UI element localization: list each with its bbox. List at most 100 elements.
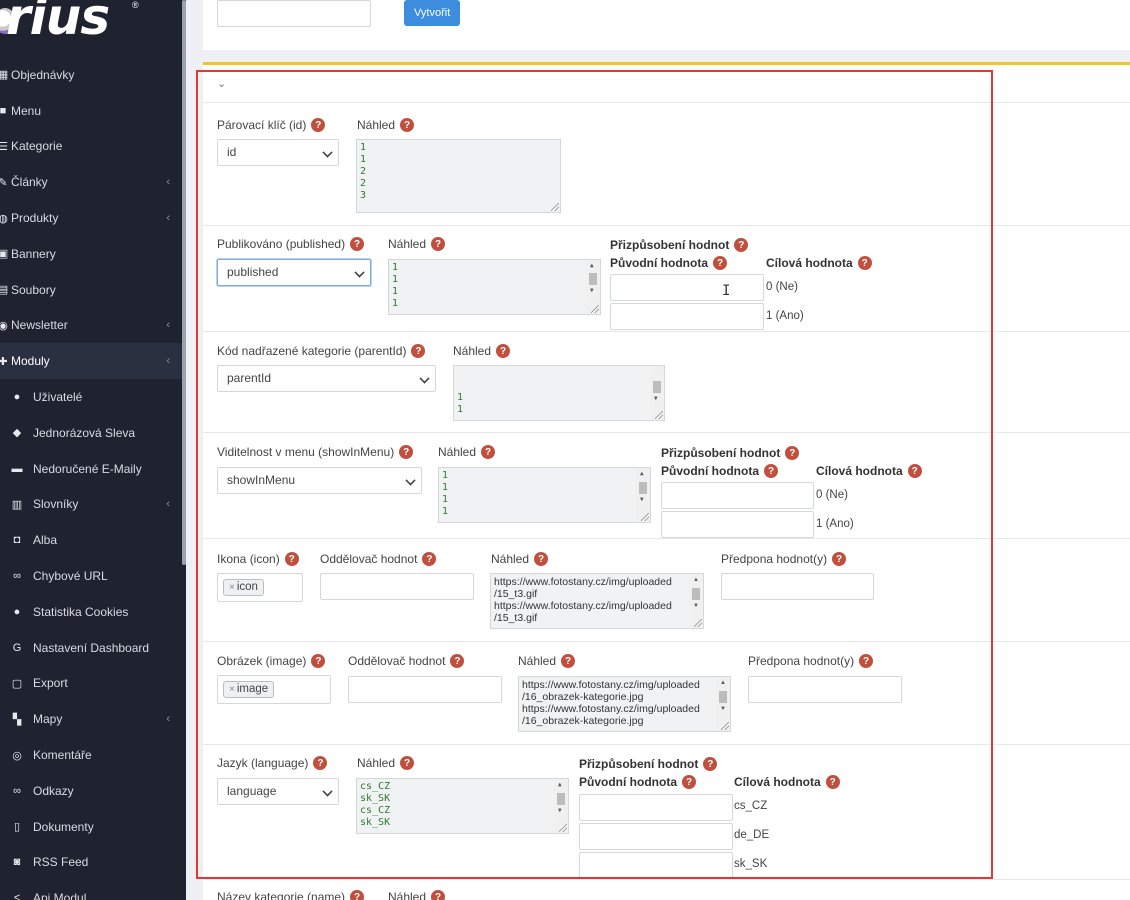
- sidebar-item-newsletter[interactable]: ◉Newsletter‹: [0, 308, 186, 344]
- help-icon[interactable]: ?: [857, 256, 872, 270]
- sidebar-item-menu[interactable]: ■Menu: [0, 93, 186, 129]
- preview-scrollbar[interactable]: ▼: [650, 366, 664, 420]
- preview-scrollbar[interactable]: ▲▼: [716, 677, 730, 731]
- resize-handle-icon[interactable]: [591, 305, 599, 313]
- scroll-up-icon[interactable]: ▲: [558, 781, 562, 788]
- scroll-up-icon[interactable]: ▲: [693, 577, 699, 583]
- scroll-thumb[interactable]: [653, 381, 661, 393]
- sidebar-item-bannery[interactable]: ▣Bannery: [0, 236, 186, 272]
- sidebar-item-chybov-url[interactable]: ∞Chybové URL: [0, 558, 186, 594]
- scroll-down-icon[interactable]: ▼: [654, 395, 658, 402]
- sidebar-item-objedn-vky[interactable]: ▦Objednávky: [0, 57, 186, 93]
- create-input[interactable]: [217, 0, 371, 27]
- original-value-input-2[interactable]: [579, 823, 733, 850]
- preview-id[interactable]: 1 1 2 2 3: [356, 139, 561, 213]
- preview-scrollbar[interactable]: ▲▼: [586, 260, 600, 314]
- resize-handle-icon[interactable]: [694, 619, 702, 627]
- scroll-down-icon[interactable]: ▼: [720, 706, 726, 712]
- select-showinmenu[interactable]: showInMenu: [217, 467, 422, 494]
- resize-handle-icon[interactable]: [721, 722, 729, 730]
- sidebar-item-nedoru-en-e-maily[interactable]: ▬Nedoručené E-Maily: [0, 451, 186, 487]
- help-icon[interactable]: ?: [534, 552, 549, 566]
- help-icon[interactable]: ?: [350, 890, 365, 900]
- sidebar-scrollbar[interactable]: [182, 0, 186, 565]
- sidebar-item-odkazy[interactable]: ∞Odkazy: [0, 773, 186, 809]
- create-button[interactable]: Vytvořit: [404, 0, 461, 26]
- sidebar-item-moduly[interactable]: ✚Moduly‹: [0, 343, 186, 380]
- original-value-input-1[interactable]: [579, 794, 733, 821]
- sidebar-item-produkty[interactable]: ◍Produkty‹: [0, 200, 186, 236]
- help-icon[interactable]: ?: [400, 756, 415, 770]
- help-icon[interactable]: ?: [561, 654, 576, 668]
- preview-scrollbar[interactable]: ▲▼: [636, 468, 650, 522]
- help-icon[interactable]: ?: [431, 890, 446, 900]
- select-parentid[interactable]: parentId: [217, 365, 436, 392]
- help-icon[interactable]: ?: [311, 654, 326, 668]
- preview-scrollbar[interactable]: ▲▼: [554, 779, 568, 833]
- help-icon[interactable]: ?: [907, 464, 922, 478]
- scroll-up-icon[interactable]: ▲: [640, 470, 644, 477]
- prefix-input-image[interactable]: [748, 676, 902, 703]
- tag-input-image[interactable]: ×image: [217, 675, 331, 704]
- help-icon[interactable]: ?: [400, 118, 415, 132]
- scroll-thumb[interactable]: [557, 793, 565, 805]
- scroll-down-icon[interactable]: ▼: [693, 603, 699, 609]
- resize-handle-icon[interactable]: [641, 513, 649, 521]
- help-icon[interactable]: ?: [734, 238, 749, 252]
- preview-showinmenu[interactable]: 1 1 1 1▲▼: [438, 467, 651, 523]
- preview-language[interactable]: cs_CZ sk_SK cs_CZ sk_SK▲▼: [356, 778, 569, 834]
- sidebar-item-mapy[interactable]: ▚Mapy‹: [0, 701, 186, 737]
- help-icon[interactable]: ?: [703, 757, 718, 771]
- sidebar-item-dokumenty[interactable]: ▯Dokumenty: [0, 809, 186, 845]
- scroll-up-icon[interactable]: ▲: [590, 262, 594, 269]
- preview-image[interactable]: https://www.fotostany.cz/img/uploaded /1…: [518, 676, 731, 732]
- sidebar-item-slovn-ky[interactable]: ▥Slovníky‹: [0, 487, 186, 523]
- help-icon[interactable]: ?: [311, 118, 326, 132]
- tag-input-icon[interactable]: ×icon: [217, 573, 303, 602]
- resize-handle-icon[interactable]: [655, 411, 663, 419]
- help-icon[interactable]: ?: [411, 344, 426, 358]
- original-value-input-1[interactable]: [610, 274, 764, 301]
- help-icon[interactable]: ?: [682, 775, 696, 789]
- scroll-thumb[interactable]: [639, 482, 647, 494]
- scroll-up-icon[interactable]: ▲: [720, 680, 726, 686]
- scroll-down-icon[interactable]: ▼: [640, 496, 644, 503]
- original-value-input-2[interactable]: [661, 511, 814, 538]
- sidebar-item-statistika-cookies[interactable]: ●Statistika Cookies: [0, 594, 186, 630]
- sidebar-item-soubory[interactable]: ▤Soubory: [0, 272, 186, 308]
- tag-chip[interactable]: ×icon: [223, 579, 264, 596]
- remove-tag-icon[interactable]: ×: [229, 582, 235, 593]
- preview-icon[interactable]: https://www.fotostany.cz/img/uploaded /1…: [490, 573, 704, 629]
- scroll-down-icon[interactable]: ▼: [558, 807, 562, 814]
- tag-chip[interactable]: ×image: [223, 681, 275, 698]
- collapse-chevron-icon[interactable]: ⌄: [217, 78, 227, 90]
- scroll-thumb[interactable]: [692, 588, 700, 600]
- help-icon[interactable]: ?: [496, 344, 511, 358]
- help-icon[interactable]: ?: [350, 237, 365, 251]
- sidebar-item-rss-feed[interactable]: ◙RSS Feed: [0, 845, 186, 881]
- sidebar-item-kategorie[interactable]: ☰Kategorie: [0, 129, 186, 165]
- original-value-input-2[interactable]: [610, 303, 764, 330]
- select-language[interactable]: language: [217, 778, 339, 805]
- help-icon[interactable]: ?: [825, 775, 840, 789]
- help-icon[interactable]: ?: [832, 552, 847, 566]
- help-icon[interactable]: ?: [859, 654, 874, 668]
- select-id[interactable]: id: [217, 139, 339, 166]
- separator-input-icon[interactable]: [320, 573, 474, 600]
- preview-published[interactable]: 1 1 1 1▲▼: [388, 259, 601, 315]
- logo[interactable]: rius ®: [0, 0, 186, 58]
- sidebar-item-api-modul[interactable]: <Api Modul: [0, 880, 186, 900]
- sidebar-item-jednor-zov-sleva[interactable]: ◆Jednorázová Sleva: [0, 415, 186, 451]
- help-icon[interactable]: ?: [713, 256, 727, 270]
- scroll-down-icon[interactable]: ▼: [590, 287, 594, 294]
- scroll-thumb[interactable]: [589, 273, 597, 285]
- sidebar-item-export[interactable]: ▢Export: [0, 666, 186, 702]
- sidebar-item--l-nky[interactable]: ✎Články‹: [0, 164, 186, 200]
- sidebar-item-u-ivatel-[interactable]: ●Uživatelé: [0, 379, 186, 415]
- original-value-input-1[interactable]: [661, 482, 814, 509]
- original-value-input-3[interactable]: [579, 852, 733, 879]
- help-icon[interactable]: ?: [399, 445, 414, 459]
- help-icon[interactable]: ?: [450, 654, 465, 668]
- help-icon[interactable]: ?: [481, 445, 496, 459]
